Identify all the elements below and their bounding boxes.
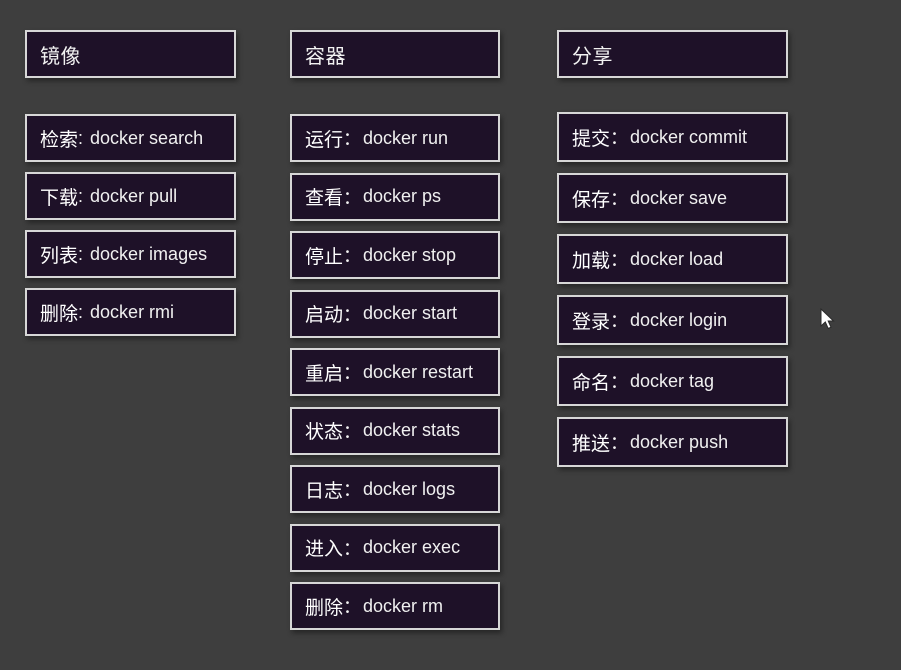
command-label: 日志	[305, 480, 344, 502]
command-label: 运行	[305, 129, 344, 151]
command-text: docker logs	[363, 478, 456, 499]
command-row[interactable]: 提交：docker commit	[557, 112, 788, 162]
command-text: docker commit	[630, 126, 748, 147]
command-label: 加载	[572, 250, 611, 272]
command-colon: ：	[610, 311, 629, 331]
command-text: docker rmi	[90, 301, 175, 322]
command-row[interactable]: 保存：docker save	[557, 173, 788, 223]
command-label: 删除	[40, 303, 79, 325]
command-text: docker load	[630, 248, 724, 269]
column-header-share-label: 分享	[572, 45, 613, 68]
command-row[interactable]: 登录：docker login	[557, 295, 788, 345]
command-text: docker rm	[363, 595, 444, 616]
command-text: docker push	[630, 431, 729, 452]
command-colon: ：	[610, 372, 629, 392]
column-header-containers: 容器	[290, 30, 500, 78]
command-label: 登录	[572, 311, 611, 333]
command-text: docker start	[363, 303, 458, 323]
command-colon: :	[78, 127, 84, 148]
command-row[interactable]: 推送：docker push	[557, 417, 788, 467]
command-text: docker images	[90, 243, 208, 264]
command-colon: ：	[343, 129, 362, 149]
command-colon: :	[78, 301, 84, 322]
command-colon: ：	[343, 363, 362, 383]
command-row[interactable]: 启动：docker start	[290, 289, 500, 338]
command-text: docker tag	[630, 370, 715, 391]
column-header-images: 镜像	[25, 30, 236, 78]
command-text: docker exec	[363, 537, 461, 557]
command-label: 启动	[305, 305, 344, 326]
command-row[interactable]: 下载: docker pull	[25, 172, 236, 220]
command-colon: ：	[343, 246, 362, 266]
command-label: 状态	[305, 422, 344, 443]
command-colon: ：	[343, 304, 362, 325]
command-text: docker save	[630, 187, 728, 208]
command-text: docker stop	[363, 244, 457, 265]
command-text: docker ps	[363, 186, 442, 206]
column-header-images-label: 镜像	[40, 45, 81, 68]
command-row[interactable]: 查看：docker ps	[290, 172, 500, 221]
command-colon: ：	[610, 433, 629, 453]
column-header-containers-label: 容器	[305, 45, 346, 68]
command-label: 查看	[305, 188, 344, 209]
command-label: 命名	[572, 372, 611, 394]
command-colon: ：	[343, 597, 362, 617]
command-row[interactable]: 日志：docker logs	[290, 465, 500, 513]
command-row[interactable]: 进入：docker exec	[290, 523, 500, 572]
command-text: docker login	[630, 309, 728, 330]
command-colon: ：	[610, 128, 629, 148]
command-label: 检索	[40, 129, 79, 151]
command-row[interactable]: 运行：docker run	[290, 114, 500, 162]
command-row[interactable]: 删除：docker rm	[290, 582, 500, 630]
command-label: 进入	[305, 539, 344, 560]
command-row[interactable]: 重启：docker restart	[290, 348, 500, 396]
command-colon: ：	[610, 189, 629, 209]
command-colon: ：	[610, 250, 629, 270]
command-label: 列表	[40, 245, 79, 267]
command-row[interactable]: 检索: docker search	[25, 114, 236, 162]
command-text: docker pull	[90, 185, 178, 206]
command-text: docker restart	[363, 361, 474, 382]
command-row[interactable]: 加载：docker load	[557, 234, 788, 284]
command-row[interactable]: 命名：docker tag	[557, 356, 788, 406]
command-row[interactable]: 删除: docker rmi	[25, 288, 236, 336]
command-text: docker run	[363, 127, 449, 148]
mouse-cursor-icon	[820, 308, 835, 330]
command-label: 推送	[572, 433, 611, 455]
command-colon: ：	[343, 538, 362, 559]
command-label: 保存	[572, 189, 611, 211]
command-label: 删除	[305, 597, 344, 619]
command-row[interactable]: 状态：docker stats	[290, 406, 500, 455]
command-label: 重启	[305, 363, 344, 385]
command-text: docker search	[90, 127, 204, 148]
command-colon: :	[78, 185, 84, 206]
command-row[interactable]: 列表: docker images	[25, 230, 236, 278]
command-label: 停止	[305, 246, 344, 268]
command-colon: ：	[343, 421, 362, 442]
command-colon: ：	[343, 480, 362, 500]
column-header-share: 分享	[557, 30, 788, 78]
command-label: 提交	[572, 128, 611, 150]
command-text: docker stats	[363, 420, 461, 440]
command-label: 下载	[40, 187, 79, 209]
command-colon: :	[78, 243, 84, 264]
command-colon: ：	[343, 187, 362, 208]
command-row[interactable]: 停止：docker stop	[290, 231, 500, 279]
